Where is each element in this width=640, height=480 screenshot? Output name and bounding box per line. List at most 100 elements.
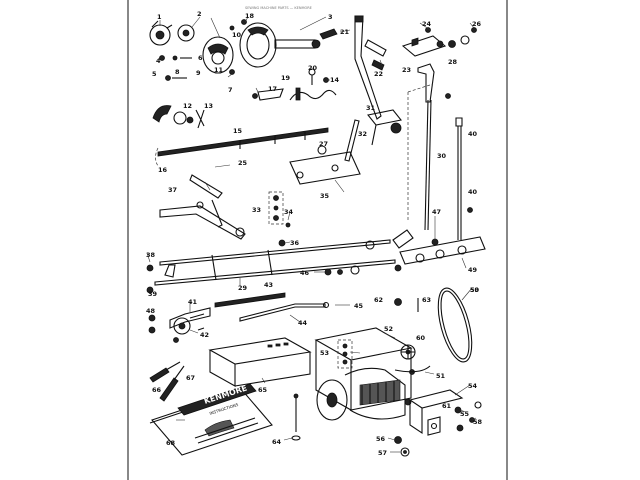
washers-62-63 — [394, 298, 419, 375]
spring-part-39 — [146, 264, 176, 294]
part-number-66: 66 — [152, 386, 162, 394]
part-number-19: 19 — [281, 74, 291, 82]
part-number-4: 4 — [156, 57, 161, 65]
part-number-36: 36 — [290, 239, 300, 247]
small-screws-left — [159, 19, 247, 81]
part-number-51: 51 — [436, 372, 446, 380]
part-number-44: 44 — [298, 319, 308, 327]
rock-shaft-41-part — [148, 307, 211, 343]
part-number-3: 3 — [328, 13, 333, 21]
part-number-48: 48 — [146, 307, 156, 315]
part-number-47: 47 — [432, 208, 441, 216]
bobbin-case-part — [149, 20, 173, 46]
part-number-7: 7 — [228, 86, 233, 94]
part-number-17: 17 — [268, 85, 277, 93]
needle-bar-lever-part — [344, 15, 382, 162]
part-number-15: 15 — [233, 127, 243, 135]
rod-frame-dash — [407, 83, 434, 222]
bracket-27-part — [289, 145, 361, 185]
part-number-49: 49 — [468, 266, 478, 274]
arm-shaft-part — [157, 127, 329, 157]
part-number-62: 62 — [374, 296, 383, 304]
part-number-20: 20 — [308, 64, 318, 72]
presser-parts — [252, 87, 337, 101]
part-number-6: 6 — [198, 54, 203, 62]
part-number-16: 16 — [158, 166, 168, 174]
nut-56-57 — [394, 436, 410, 457]
part-number-38: 38 — [146, 251, 156, 259]
belt-59-part — [437, 287, 473, 363]
part-number-10: 10 — [232, 31, 242, 39]
part-number-64: 64 — [272, 438, 282, 446]
part-number-24: 24 — [422, 20, 432, 28]
screws-46 — [324, 264, 402, 276]
part-number-35: 35 — [320, 192, 330, 200]
screwdriver-67-part — [159, 365, 185, 402]
part-number-25: 25 — [238, 159, 248, 167]
shaft-43-part — [214, 292, 330, 322]
part-number-28: 28 — [448, 58, 458, 66]
part-number-23: 23 — [402, 66, 411, 74]
part-number-21: 21 — [340, 28, 350, 36]
leader-lines — [146, 16, 477, 453]
part-number-40: 40 — [468, 130, 478, 138]
header-fine-print: SEWING MACHINE PARTS — KENMORE — [245, 6, 312, 10]
part-number-56: 56 — [376, 435, 386, 443]
part-numbers: 1 2 3 4 5 6 7 8 9 10 11 12 13 14 15 16 1… — [146, 10, 483, 457]
feed-lever-37-part — [159, 174, 246, 240]
part-number-32: 32 — [358, 130, 367, 138]
part-number-41: 41 — [188, 298, 198, 306]
part-number-27: 27 — [319, 140, 328, 148]
screw-cluster-33 — [268, 191, 291, 228]
part-number-22: 22 — [374, 70, 383, 78]
rod-30-part — [417, 63, 435, 231]
part-number-68: 68 — [166, 439, 176, 447]
lower-shafts — [154, 239, 396, 286]
part-number-50: 50 — [470, 286, 480, 294]
motor-bracket-54-part — [408, 389, 482, 436]
motor-wire-part — [394, 365, 431, 373]
part-number-60: 60 — [416, 334, 426, 342]
part-number-31: 31 — [366, 104, 376, 112]
part-number-43: 43 — [264, 281, 273, 289]
motor-screws-53 — [337, 339, 353, 369]
hook-bracket-part — [202, 36, 234, 74]
motor-part — [314, 327, 413, 421]
bobbin-part — [177, 24, 195, 42]
part-number-40b: 40 — [468, 188, 478, 196]
part-number-1: 1 — [157, 13, 162, 21]
rod-40-part — [445, 93, 473, 240]
part-number-2: 2 — [197, 10, 202, 18]
part-number-53: 53 — [320, 349, 329, 357]
part-number-54: 54 — [468, 382, 478, 390]
part-number-11: 11 — [214, 66, 224, 74]
shuttle-driver-part — [152, 105, 205, 129]
part-number-14: 14 — [330, 76, 340, 84]
lever-31-part — [367, 109, 402, 146]
part-number-58: 58 — [473, 418, 483, 426]
part-number-5: 5 — [152, 70, 157, 78]
part-number-57: 57 — [378, 449, 387, 457]
needle-clamp-part — [319, 28, 387, 71]
part-number-63: 63 — [422, 296, 431, 304]
oil-can-part — [291, 393, 301, 441]
screwdriver-66-part — [149, 361, 181, 383]
feed-bracket-47-part — [392, 229, 486, 265]
rotary-hook-part — [239, 22, 321, 68]
part-number-9: 9 — [196, 69, 201, 77]
part-number-30: 30 — [437, 152, 447, 160]
part-number-12: 12 — [183, 102, 192, 110]
accessory-box-part — [208, 337, 312, 387]
part-number-8: 8 — [175, 68, 180, 76]
part-number-26: 26 — [472, 20, 482, 28]
part-number-55: 55 — [460, 410, 470, 418]
part-number-46: 46 — [300, 269, 310, 277]
part-number-45: 45 — [354, 302, 364, 310]
part-number-52: 52 — [384, 325, 393, 333]
part-number-39: 39 — [148, 290, 158, 298]
pulley-60-part — [400, 344, 416, 360]
part-number-59: 59 — [470, 286, 480, 294]
part-number-61: 61 — [442, 402, 452, 410]
bracket-23-part — [401, 27, 477, 57]
